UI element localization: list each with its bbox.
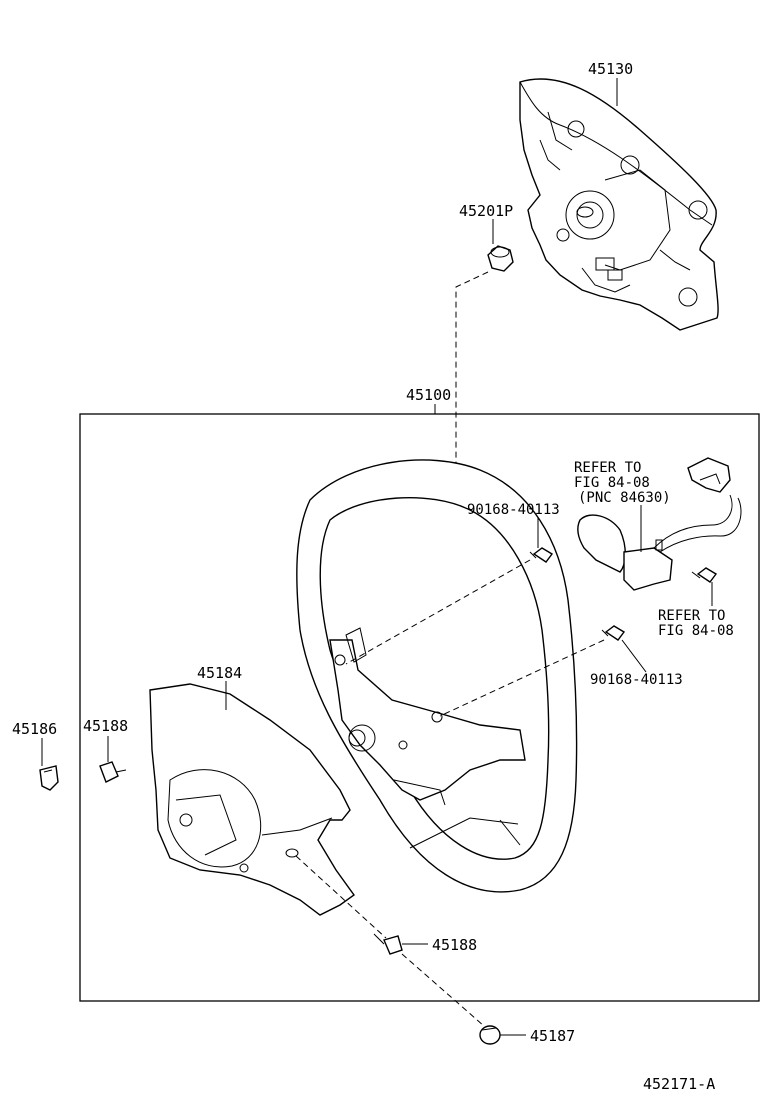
label-45188-lower: 45188 [432,936,477,954]
label-refer1-line1: REFER TO [574,460,641,476]
screw-90168-40113-lower [601,625,626,641]
dash-45188-lower [295,855,387,939]
lower-cover-45184 [149,683,355,916]
label-refer1-line2: FIG 84-08 [574,475,650,491]
airbag-pad-45130 [519,78,719,331]
label-45188-left: 45188 [83,717,128,735]
label-90168-upper: 90168-40113 [467,502,560,518]
clip-45186 [39,765,59,791]
assembly-frame-45100 [79,413,760,1002]
dash-90168-upper [345,559,531,665]
label-45130: 45130 [588,60,633,78]
label-45187: 45187 [530,1027,575,1045]
dash-45201p-to-wheel [455,271,489,695]
label-45100: 45100 [406,386,451,404]
figure-id: 452171-A [643,1075,715,1093]
screw-90168-40113-upper [529,547,554,563]
cap-45187 [479,1025,501,1045]
label-45201p: 45201P [459,202,513,220]
screw-refer2 [691,567,718,583]
label-45186: 45186 [12,720,57,738]
dash-90168-lower [439,639,605,717]
nut-45201p [487,245,514,272]
label-refer2-line1: REFER TO [658,608,725,624]
screw-45188-lower [373,933,403,955]
dash-45187 [401,953,485,1027]
switch-assembly-84630 [577,457,742,591]
steering-wheel-45100 [296,459,578,893]
label-45184: 45184 [197,664,242,682]
label-90168-lower: 90168-40113 [590,672,683,688]
label-refer2-line2: FIG 84-08 [658,623,734,639]
leader-90168-lower [621,639,647,673]
label-refer1-line3: (PNC 84630) [578,490,671,506]
screw-45188-left [99,761,127,783]
